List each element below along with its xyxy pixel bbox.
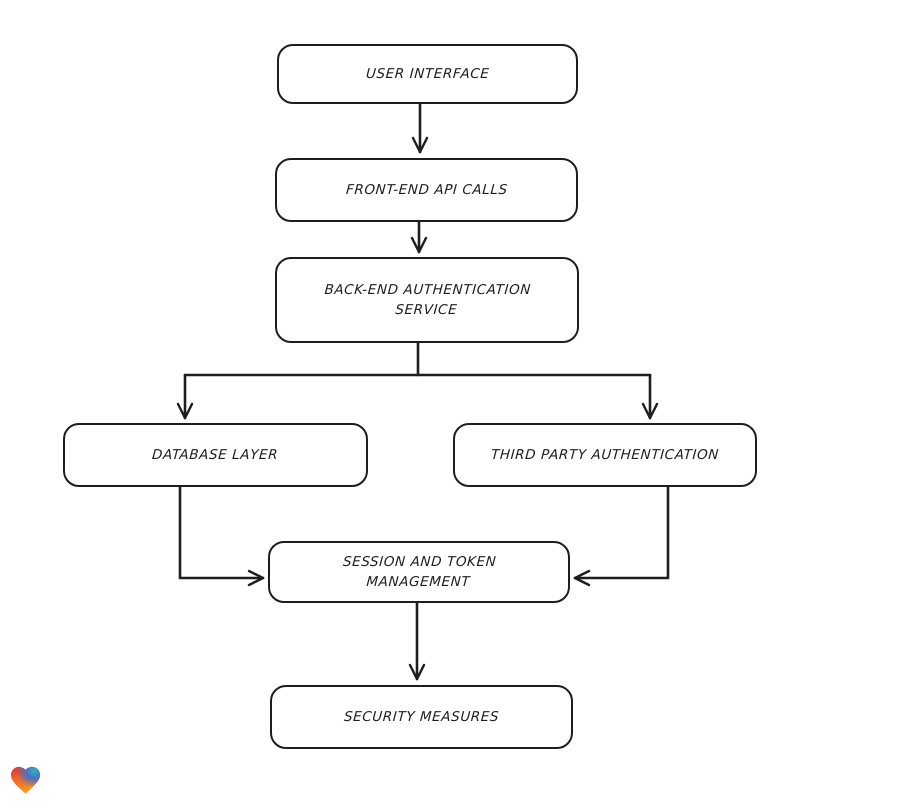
node-third-party-authentication-label: THIRD PARTY AUTHENTICATION bbox=[490, 446, 720, 463]
node-third-party-authentication[interactable]: THIRD PARTY AUTHENTICATION bbox=[453, 423, 757, 487]
node-database-layer-label: DATABASE LAYER bbox=[151, 446, 280, 463]
node-user-interface-label: USER INTERFACE bbox=[365, 65, 490, 82]
edge-third-party-to-session[interactable] bbox=[573, 485, 670, 587]
node-back-end-authentication-service[interactable]: BACK-END AUTHENTICATION SERVICE bbox=[275, 257, 579, 343]
node-security-measures-label: SECURITY MEASURES bbox=[343, 708, 500, 725]
node-user-interface[interactable]: USER INTERFACE bbox=[277, 44, 578, 104]
node-front-end-api-calls-label: FRONT-END API CALLS bbox=[345, 181, 508, 198]
node-security-measures[interactable]: SECURITY MEASURES bbox=[270, 685, 573, 749]
node-back-end-authentication-service-label: BACK-END AUTHENTICATION SERVICE bbox=[323, 281, 532, 318]
node-session-and-token-management[interactable]: SESSION AND TOKEN MANAGEMENT bbox=[268, 541, 570, 603]
node-front-end-api-calls[interactable]: FRONT-END API CALLS bbox=[275, 158, 578, 222]
edge-database-to-session[interactable] bbox=[178, 485, 265, 587]
gradient-heart-logo[interactable] bbox=[8, 761, 43, 799]
node-session-and-token-management-label: SESSION AND TOKEN MANAGEMENT bbox=[342, 553, 497, 590]
node-database-layer[interactable]: DATABASE LAYER bbox=[63, 423, 368, 487]
